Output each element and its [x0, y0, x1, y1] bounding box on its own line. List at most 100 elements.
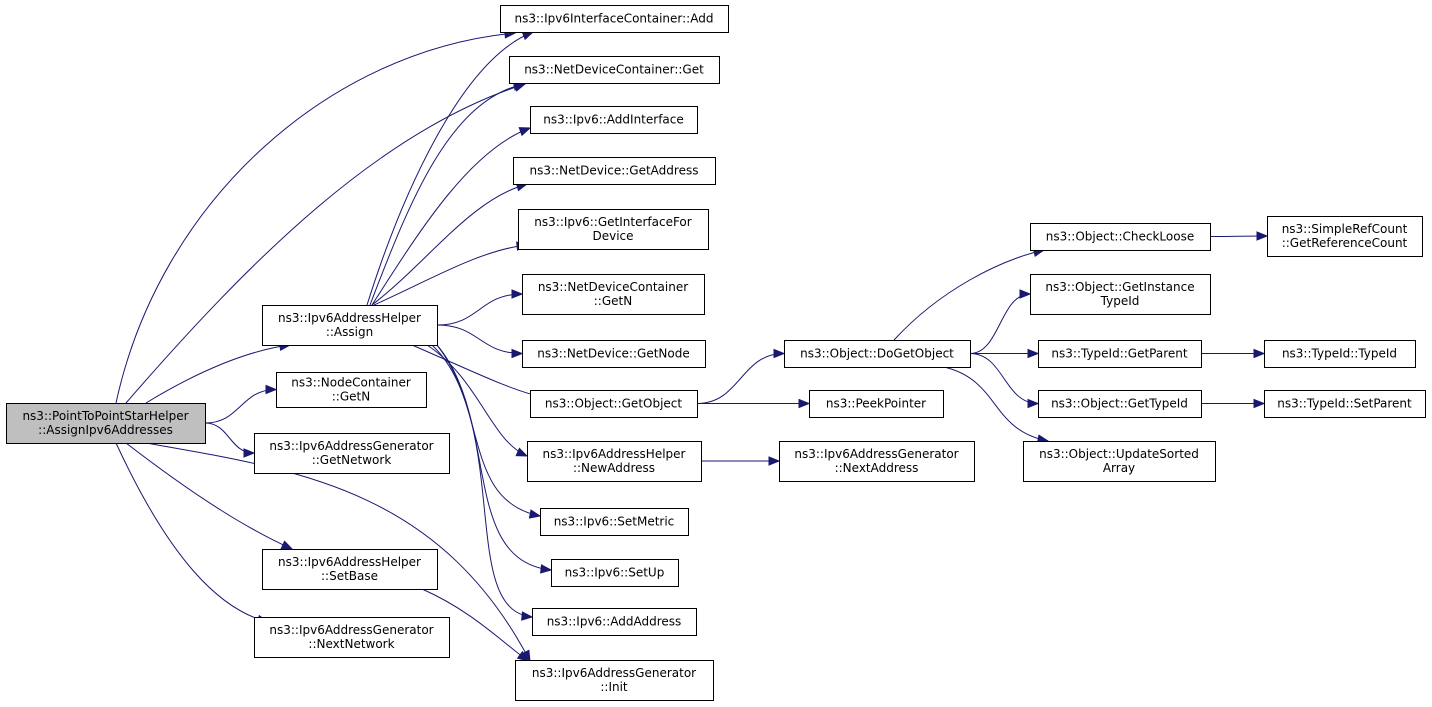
edge-root-to-nextnetwork	[115, 442, 270, 625]
edge-root-to-nc_getn	[204, 384, 278, 424]
node-box	[509, 56, 720, 84]
node-label: ns3::Ipv6AddressHelper	[278, 311, 421, 325]
node-getparent[interactable]: ns3::TypeId::GetParent	[1038, 340, 1202, 368]
node-box	[518, 209, 709, 250]
node-box	[551, 559, 679, 587]
node-label: ns3::SimpleRefCount	[1282, 222, 1408, 236]
node-gen_getnetwork[interactable]: ns3::Ipv6AddressGenerator::GetNetwork	[254, 433, 450, 474]
node-label: ::GetN	[594, 294, 632, 308]
node-label: ::NextNetwork	[308, 637, 394, 651]
node-label: ns3::Object::GetTypeId	[1051, 397, 1188, 411]
node-root[interactable]: ns3::PointToPointStarHelper::AssignIpv6A…	[6, 403, 206, 444]
node-label: ns3::Ipv6::SetMetric	[554, 515, 675, 529]
node-box	[515, 660, 714, 701]
node-box	[540, 508, 689, 536]
node-addaddress[interactable]: ns3::Ipv6::AddAddress	[532, 608, 697, 636]
edge-dogetobject-to-getinstancetypeid	[969, 289, 1032, 354]
edge-gettypeid-to-setparent	[1201, 398, 1266, 409]
node-nc_getn[interactable]: ns3::NodeContainer::GetN	[276, 372, 427, 408]
node-label: ns3::Ipv6AddressGenerator	[269, 623, 433, 637]
node-label: TypeId	[1100, 294, 1140, 308]
node-label: ns3::Ipv6::AddInterface	[543, 113, 684, 127]
node-newaddress[interactable]: ns3::Ipv6AddressHelper::NewAddress	[527, 441, 702, 482]
edge-assign-to-addaddress	[436, 344, 534, 621]
node-label: ns3::TypeId::SetParent	[1277, 397, 1412, 411]
node-label: Device	[592, 229, 633, 243]
node-label: ns3::Ipv6AddressHelper	[278, 555, 421, 569]
edge-assign-to-ndc_getn	[436, 289, 524, 326]
node-label: ns3::Ipv6InterfaceContainer::Add	[515, 12, 714, 26]
node-label: ::NextAddress	[835, 461, 919, 475]
node-box	[1264, 340, 1416, 368]
node-box	[1038, 340, 1202, 368]
node-checkloose[interactable]: ns3::Object::CheckLoose	[1030, 223, 1211, 251]
node-label: ns3::Ipv6AddressGenerator	[794, 447, 958, 461]
node-addinterface[interactable]: ns3::Ipv6::AddInterface	[530, 106, 698, 134]
node-box	[254, 433, 450, 474]
node-label: ns3::NetDeviceContainer::Get	[524, 63, 704, 77]
node-label: ns3::NetDevice::GetAddress	[530, 164, 699, 178]
node-setup[interactable]: ns3::Ipv6::SetUp	[551, 559, 679, 587]
edge-root-to-gen_getnetwork	[204, 422, 256, 458]
node-box	[522, 274, 705, 315]
node-label: Array	[1103, 461, 1135, 475]
node-getobject[interactable]: ns3::Object::GetObject	[530, 390, 698, 418]
node-ic_add[interactable]: ns3::Ipv6InterfaceContainer::Add	[500, 5, 729, 33]
edge-newaddress-to-nextaddress	[701, 456, 781, 466]
node-ndc_get[interactable]: ns3::NetDeviceContainer::Get	[509, 56, 720, 84]
node-label: ns3::NodeContainer	[291, 376, 411, 390]
node-box	[1264, 390, 1426, 418]
node-nd_getnode[interactable]: ns3::NetDevice::GetNode	[522, 340, 706, 368]
node-setparent[interactable]: ns3::TypeId::SetParent	[1264, 390, 1426, 418]
node-label: ns3::Object::CheckLoose	[1046, 230, 1194, 244]
node-label: ns3::Ipv6AddressGenerator	[269, 439, 433, 453]
node-box	[522, 340, 706, 368]
edge-checkloose-to-getrefcount	[1209, 231, 1269, 241]
node-setmetric[interactable]: ns3::Ipv6::SetMetric	[540, 508, 689, 536]
node-label: ::GetReferenceCount	[1282, 236, 1408, 250]
node-box	[500, 5, 729, 33]
edge-root-to-ndc_get	[125, 82, 527, 404]
node-box	[809, 390, 944, 418]
node-box	[262, 305, 438, 346]
node-box	[1267, 216, 1423, 257]
node-box	[1030, 223, 1211, 251]
node-label: ns3::Object::UpdateSorted	[1039, 447, 1199, 461]
node-box	[1038, 390, 1202, 418]
node-box	[6, 403, 206, 444]
node-dogetobject[interactable]: ns3::Object::DoGetObject	[784, 340, 971, 368]
node-label: ::AssignIpv6Addresses	[38, 423, 173, 437]
node-nextnetwork[interactable]: ns3::Ipv6AddressGenerator::NextNetwork	[254, 617, 450, 658]
node-label: ::Assign	[326, 325, 373, 339]
node-setbase[interactable]: ns3::Ipv6AddressHelper::SetBase	[262, 549, 438, 590]
node-box	[1030, 274, 1211, 315]
node-assign[interactable]: ns3::Ipv6AddressHelper::Assign	[262, 305, 438, 346]
node-box	[262, 549, 438, 590]
node-nd_getaddress[interactable]: ns3::NetDevice::GetAddress	[513, 157, 716, 185]
edge-assign-to-setmetric	[431, 344, 542, 519]
node-gen_init[interactable]: ns3::Ipv6AddressGenerator::Init	[515, 660, 714, 701]
node-box	[530, 390, 698, 418]
node-label: ::GetNetwork	[312, 453, 392, 467]
node-nextaddress[interactable]: ns3::Ipv6AddressGenerator::NextAddress	[779, 441, 975, 482]
edge-setbase-to-gen_init	[421, 588, 530, 662]
node-gettypeid[interactable]: ns3::Object::GetTypeId	[1038, 390, 1202, 418]
node-label: ns3::NetDevice::GetNode	[537, 347, 689, 361]
node-label: ns3::Ipv6AddressHelper	[543, 447, 686, 461]
edge-getobject-to-dogetobject	[696, 348, 786, 404]
node-typeid_ctor[interactable]: ns3::TypeId::TypeId	[1264, 340, 1416, 368]
edge-dogetobject-to-getparent	[970, 348, 1040, 359]
node-box	[530, 106, 698, 134]
node-label: ns3::Ipv6::SetUp	[565, 566, 665, 580]
node-ndc_getn[interactable]: ns3::NetDeviceContainer::GetN	[522, 274, 705, 315]
node-peekpointer[interactable]: ns3::PeekPointer	[809, 390, 944, 418]
node-label: ns3::Object::GetInstance	[1045, 280, 1194, 294]
node-label: ns3::NetDeviceContainer	[538, 280, 688, 294]
node-getrefcount[interactable]: ns3::SimpleRefCount::GetReferenceCount	[1267, 216, 1423, 257]
node-label: ns3::PeekPointer	[826, 397, 926, 411]
node-label: ns3::Ipv6::AddAddress	[547, 615, 682, 629]
node-box	[779, 441, 975, 482]
